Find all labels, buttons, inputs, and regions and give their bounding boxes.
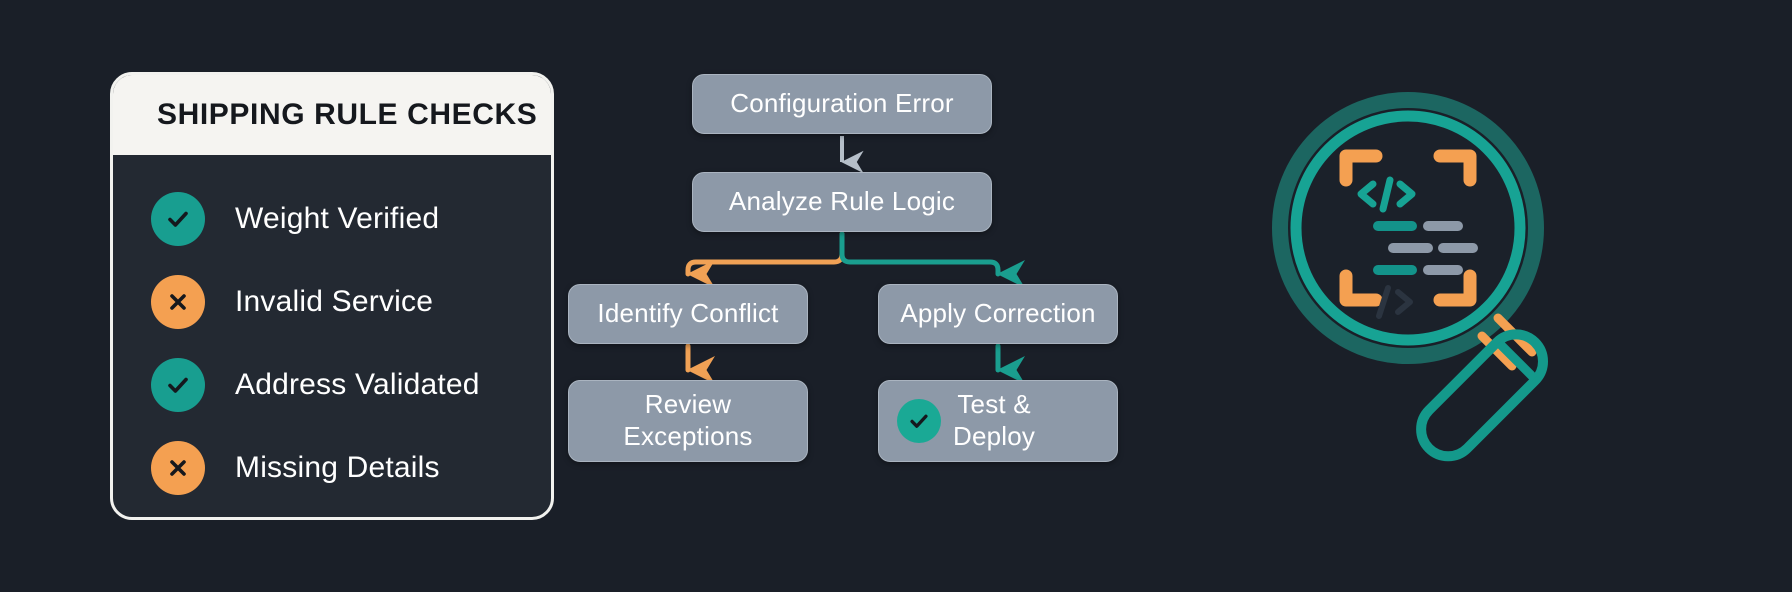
card-header: SHIPPING RULE CHECKS: [113, 75, 551, 155]
code-glyph-icon: [1357, 176, 1416, 213]
check-circle-icon: [151, 357, 205, 412]
code-glyph-secondary-icon: [1376, 285, 1413, 319]
flow-node-label-line2: Deploy: [953, 421, 1036, 451]
flow-node-label: Test & Deploy: [953, 389, 1035, 452]
list-item-label: Missing Details: [235, 450, 440, 484]
list-item-label: Invalid Service: [235, 284, 434, 318]
flow-node-label-line2: Exceptions: [623, 421, 753, 451]
check-circle-icon: [897, 399, 941, 443]
magnifier-handle-icon: [1416, 329, 1549, 462]
flow-node-label: Apply Correction: [900, 298, 1096, 329]
list-item[interactable]: Weight Verified: [113, 177, 551, 260]
flow-node-label: Identify Conflict: [597, 298, 779, 329]
flow-node-config[interactable]: Configuration Error: [692, 74, 992, 134]
x-circle-icon: [151, 274, 205, 329]
flow-node-label-line1: Test &: [957, 389, 1031, 420]
scan-brackets-icon: [1339, 149, 1477, 307]
flow-node-identify-conflict[interactable]: Identify Conflict: [568, 284, 808, 344]
x-circle-icon: [151, 440, 205, 495]
flow-node-label: Review Exceptions: [623, 389, 752, 452]
page-title: SHIPPING RULE CHECKS: [157, 98, 538, 131]
flow-node-label: Configuration Error: [730, 88, 954, 119]
list-item[interactable]: Invalid Service: [113, 260, 551, 343]
check-circle-icon: [151, 191, 205, 246]
flow-node-label-line1: Review: [644, 389, 732, 420]
flow-node-test-deploy[interactable]: Test & Deploy: [878, 380, 1118, 462]
list-item-label: Weight Verified: [235, 201, 440, 235]
shipping-rule-checks-card: SHIPPING RULE CHECKS Weight Verified Inv…: [110, 72, 554, 520]
code-lines-icon: [1373, 221, 1478, 275]
list-item-label: Address Validated: [235, 367, 480, 401]
flow-node-analyze[interactable]: Analyze Rule Logic: [692, 172, 992, 232]
flow-node-review-exceptions[interactable]: Review Exceptions: [568, 380, 808, 462]
checklist: Weight Verified Invalid Service Address …: [113, 155, 551, 509]
flow-node-apply-correction[interactable]: Apply Correction: [878, 284, 1118, 344]
flowchart-connectors: [685, 136, 1025, 384]
flowchart: Configuration Error Analyze Rule Logic I…: [568, 62, 1240, 482]
magnifier-code-scan-icon: [1160, 60, 1760, 480]
list-item[interactable]: Address Validated: [113, 343, 551, 426]
flow-node-label: Analyze Rule Logic: [728, 186, 956, 217]
list-item[interactable]: Missing Details: [113, 426, 551, 509]
